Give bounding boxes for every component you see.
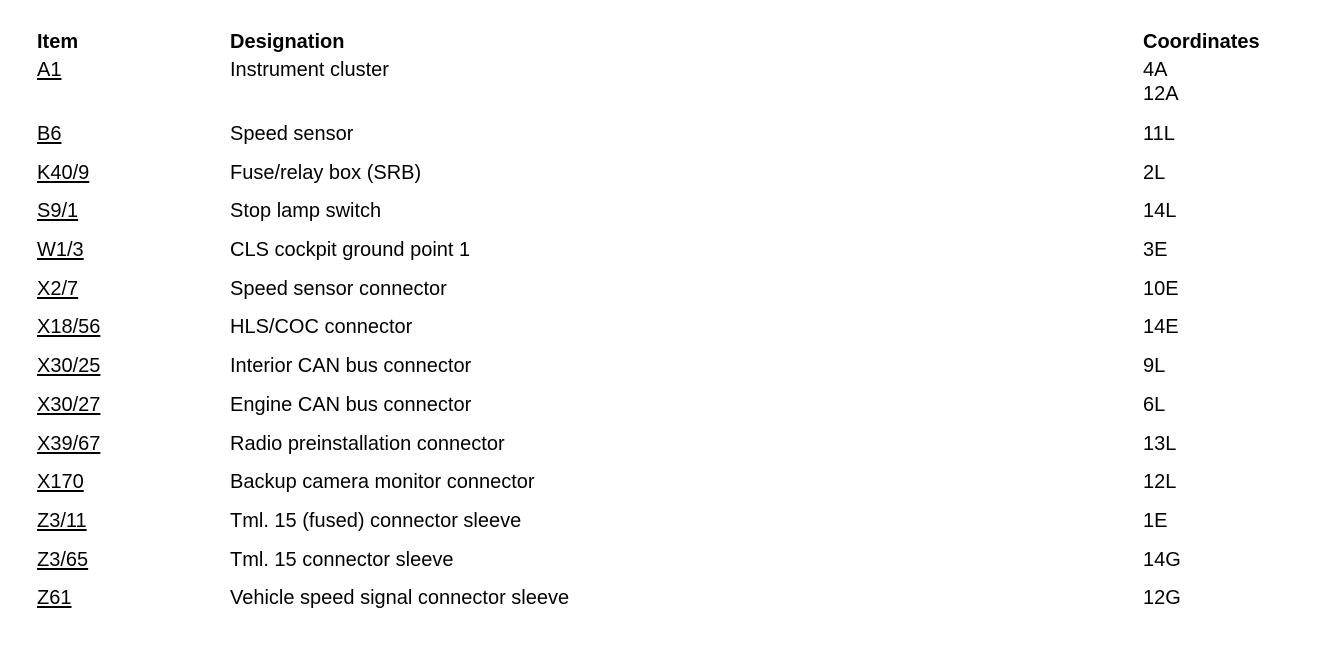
- table-row: B6 Speed sensor 11L: [37, 122, 1323, 161]
- item-cell: S9/1: [37, 199, 230, 238]
- coordinates-cell: 1E: [1143, 509, 1323, 548]
- table-row: S9/1 Stop lamp switch 14L: [37, 199, 1323, 238]
- header-coordinates: Coordinates: [1143, 31, 1260, 53]
- coordinates-cell: 11L: [1143, 122, 1323, 161]
- header-item: Item: [37, 31, 79, 53]
- coordinate-value: 14E: [1143, 316, 1179, 339]
- designation-cell: Engine CAN bus connector: [230, 393, 472, 416]
- designation-cell: Speed sensor: [230, 123, 354, 145]
- coordinates-cell: 14E: [1143, 315, 1323, 354]
- designation-cell: Stop lamp switch: [230, 200, 382, 223]
- designation-cell: Tml. 15 (fused) connector sleeve: [230, 509, 522, 532]
- item-link[interactable]: Z3/11: [37, 509, 87, 532]
- component-legend-table: Item Designation Coordinates A1 Instrumen…: [37, 30, 1323, 625]
- coordinate-value: 11L: [1143, 123, 1175, 145]
- item-link[interactable]: X170: [37, 471, 84, 494]
- item-link[interactable]: S9/1: [37, 200, 79, 223]
- designation-cell: Backup camera monitor connector: [230, 471, 535, 494]
- coordinate-value: 4A: [1143, 59, 1168, 81]
- designation-cell: Vehicle speed signal connector sleeve: [230, 587, 570, 610]
- item-link[interactable]: X18/56: [37, 316, 101, 339]
- designation-cell: Speed sensor connector: [230, 277, 447, 300]
- table-row: Z3/65 Tml. 15 connector sleeve 14G: [37, 548, 1323, 587]
- coordinates-cell: 12L: [1143, 470, 1323, 509]
- designation-cell: Radio preinstallation connector: [230, 432, 505, 455]
- item-link[interactable]: W1/3: [37, 239, 84, 262]
- item-link[interactable]: K40/9: [37, 161, 90, 184]
- table-row: Z3/11 Tml. 15 (fused) connector sleeve 1E: [37, 509, 1323, 548]
- table-header-row: Item Designation Coordinates: [37, 30, 1323, 58]
- coordinates-cell: 14G: [1143, 548, 1323, 587]
- table-row: K40/9 Fuse/relay box (SRB) 2L: [37, 161, 1323, 200]
- table-row: W1/3 CLS cockpit ground point 1 3E: [37, 238, 1323, 277]
- item-link[interactable]: Z61: [37, 587, 72, 610]
- item-link[interactable]: A1: [37, 59, 62, 81]
- item-link[interactable]: X39/67: [37, 432, 101, 455]
- item-link[interactable]: X30/25: [37, 355, 101, 378]
- table-row: X39/67 Radio preinstallation connector 13L: [37, 432, 1323, 471]
- item-cell: X39/67: [37, 432, 230, 471]
- coordinate-value: 14G: [1143, 548, 1181, 571]
- coordinate-value: 6L: [1143, 393, 1166, 416]
- coordinate-value: 12A: [1143, 83, 1179, 105]
- item-cell: X30/27: [37, 393, 230, 432]
- table-row: X2/7 Speed sensor connector 10E: [37, 277, 1323, 316]
- item-cell: X30/25: [37, 354, 230, 393]
- table-row: X170 Backup camera monitor connector 12L: [37, 470, 1323, 509]
- item-cell: W1/3: [37, 238, 230, 277]
- item-cell: Z3/11: [37, 509, 230, 548]
- header-designation: Designation: [230, 31, 345, 53]
- coordinates-cell: 6L: [1143, 393, 1323, 432]
- item-cell: B6: [37, 122, 230, 161]
- coordinates-cell: 10E: [1143, 277, 1323, 316]
- designation-cell: Interior CAN bus connector: [230, 355, 472, 378]
- designation-cell: CLS cockpit ground point 1: [230, 239, 471, 262]
- designation-cell: Tml. 15 connector sleeve: [230, 548, 454, 571]
- table-row: X30/25 Interior CAN bus connector 9L: [37, 354, 1323, 393]
- coordinates-cell: 3E: [1143, 238, 1323, 277]
- coordinate-value: 9L: [1143, 355, 1166, 378]
- item-link[interactable]: X2/7: [37, 277, 79, 300]
- coordinates-cell: 2L: [1143, 161, 1323, 200]
- coordinates-cell: 9L: [1143, 354, 1323, 393]
- coordinate-value: 1E: [1143, 509, 1168, 532]
- item-cell: X18/56: [37, 315, 230, 354]
- coordinate-value: 2L: [1143, 161, 1166, 184]
- designation-cell: Fuse/relay box (SRB): [230, 161, 422, 184]
- item-link[interactable]: Z3/65: [37, 548, 89, 571]
- item-cell: A1: [37, 58, 230, 122]
- coordinate-value: 10E: [1143, 277, 1179, 300]
- item-cell: X170: [37, 470, 230, 509]
- coordinates-cell: 12G: [1143, 586, 1323, 625]
- item-cell: K40/9: [37, 161, 230, 200]
- coordinates-cell: 13L: [1143, 432, 1323, 471]
- table-row: Z61 Vehicle speed signal connector sleeve…: [37, 586, 1323, 625]
- designation-cell: Instrument cluster: [230, 59, 389, 81]
- coordinate-value: 13L: [1143, 432, 1177, 455]
- item-cell: X2/7: [37, 277, 230, 316]
- table-row: X18/56 HLS/COC connector 14E: [37, 315, 1323, 354]
- coordinate-value: 12L: [1143, 471, 1177, 494]
- item-link[interactable]: B6: [37, 123, 62, 145]
- item-cell: Z3/65: [37, 548, 230, 587]
- designation-cell: HLS/COC connector: [230, 316, 413, 339]
- coordinate-value: 12G: [1143, 587, 1181, 610]
- table-row: X30/27 Engine CAN bus connector 6L: [37, 393, 1323, 432]
- coordinate-value: 14L: [1143, 200, 1177, 223]
- coordinate-value: 3E: [1143, 239, 1168, 262]
- item-link[interactable]: X30/27: [37, 393, 101, 416]
- item-cell: Z61: [37, 586, 230, 625]
- coordinates-cell: 14L: [1143, 199, 1323, 238]
